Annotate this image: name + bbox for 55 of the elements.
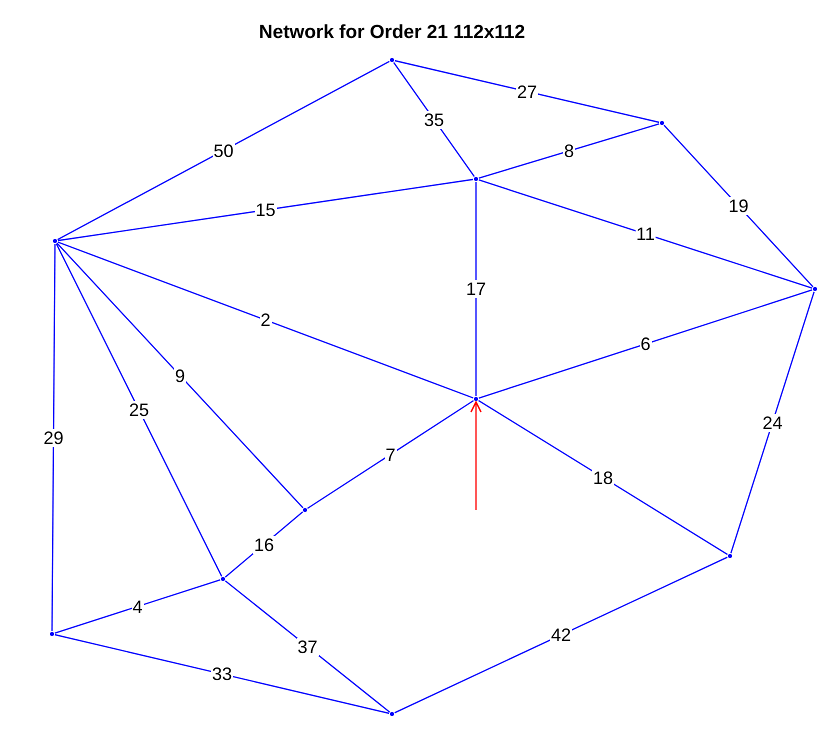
vertex-point xyxy=(50,632,54,636)
edge-label: 15 xyxy=(254,201,277,219)
edge-label: 18 xyxy=(592,468,614,486)
connector-line xyxy=(478,289,812,399)
edge-label: 27 xyxy=(516,82,538,100)
connector-line xyxy=(664,124,814,288)
connector-line xyxy=(58,241,474,399)
connector-line xyxy=(307,400,474,509)
connector-line xyxy=(478,400,728,555)
vertex-point xyxy=(390,58,394,62)
vertex-point xyxy=(813,287,817,291)
vertex-point xyxy=(390,712,394,716)
connector-line xyxy=(730,292,815,554)
connector-line xyxy=(393,62,475,177)
connector-line xyxy=(394,556,728,714)
edge-label: 2 xyxy=(260,311,272,329)
connector-line xyxy=(224,580,390,713)
edge-label: 16 xyxy=(252,536,276,554)
edge-label: 17 xyxy=(464,280,488,298)
edge-label: 33 xyxy=(210,665,234,683)
connector-line xyxy=(478,179,812,289)
diagram-title: Network for Order 21 112x112 xyxy=(258,22,526,44)
edge-label: 8 xyxy=(563,142,575,160)
edge-label: 4 xyxy=(132,598,144,616)
vertex-point xyxy=(474,397,478,401)
vertex-point xyxy=(660,121,664,125)
arrow xyxy=(470,401,482,510)
vertex-point xyxy=(728,554,732,558)
connector-line xyxy=(478,123,660,179)
edge-label: 37 xyxy=(296,638,319,656)
connector-line xyxy=(56,243,222,577)
connector-line xyxy=(54,634,390,714)
edge-label: 6 xyxy=(640,335,652,353)
connector-line xyxy=(224,511,304,578)
edge-label: 25 xyxy=(128,401,150,419)
edge-label: 19 xyxy=(727,197,750,215)
edge-label: 7 xyxy=(384,446,396,464)
edge-label: 35 xyxy=(422,110,446,128)
vertex-point xyxy=(221,577,225,581)
edge-label: 42 xyxy=(550,626,572,644)
connector-line xyxy=(394,60,660,123)
connector-line xyxy=(58,178,474,242)
edge-label: 11 xyxy=(635,225,656,243)
edge-label: 24 xyxy=(761,414,784,432)
edge-label: 50 xyxy=(212,142,235,160)
vertex-point xyxy=(303,508,307,512)
vertex-point xyxy=(53,239,57,243)
edge-label: 29 xyxy=(42,428,65,446)
connector-line xyxy=(56,242,304,508)
vertex-point xyxy=(474,177,478,181)
edge-label: 9 xyxy=(174,366,186,384)
connector-line xyxy=(51,244,56,631)
connector-line xyxy=(475,182,477,396)
connector-line xyxy=(54,579,220,634)
connector-line xyxy=(57,60,390,240)
